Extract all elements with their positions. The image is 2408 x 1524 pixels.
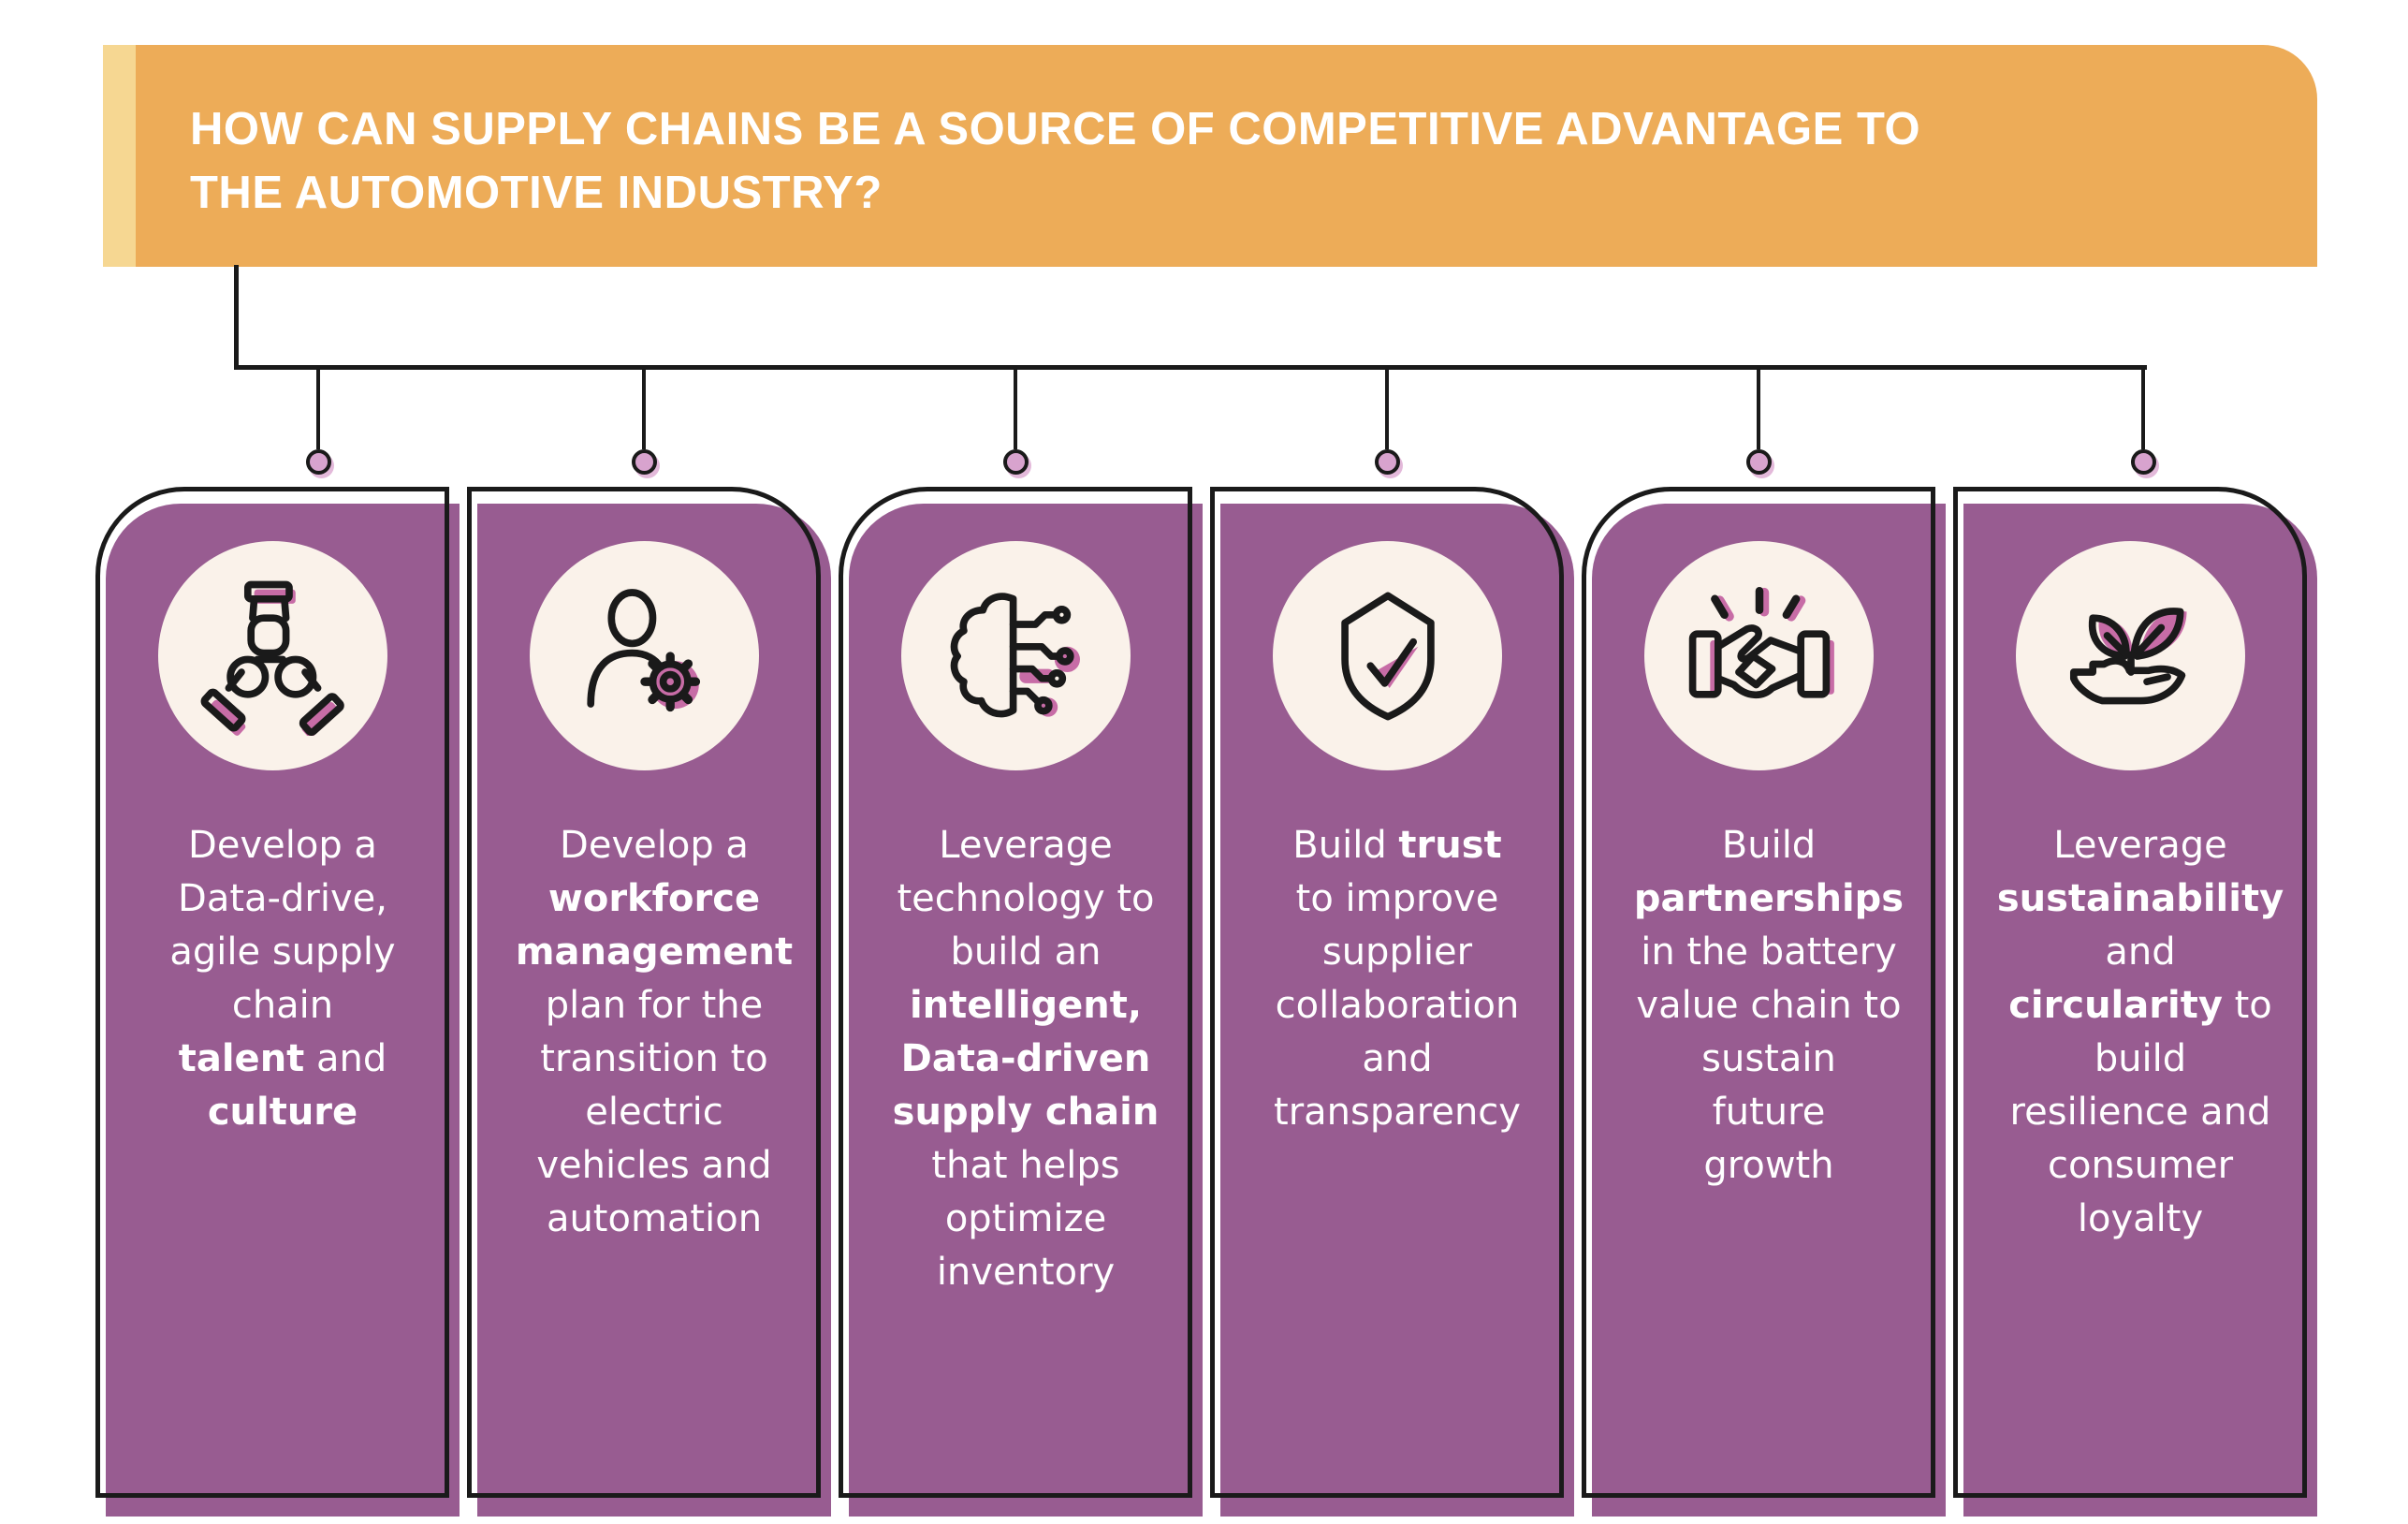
- card-text: Build trust to improve supplier collaborati…: [1220, 819, 1574, 1139]
- card-text: Develop a Data-drive, agile supply chain tal…: [106, 819, 460, 1139]
- card-text-line: partnerships: [1633, 877, 1905, 920]
- handshake-icon: [1688, 586, 1834, 698]
- card-text-line: chain: [231, 984, 334, 1027]
- connector-dot: [1746, 449, 1772, 475]
- card-text-line: build an: [950, 931, 1102, 974]
- card-text-line: collaboration: [1275, 984, 1520, 1027]
- card-text-line: Develop a: [560, 824, 749, 867]
- connector-dot: [1375, 449, 1400, 475]
- card-text-line: supply chain: [892, 1091, 1160, 1134]
- card-text: Build partnerships in the battery value cha…: [1592, 819, 1946, 1193]
- card-text-line: technology to: [897, 877, 1155, 920]
- card-text-line: growth: [1703, 1144, 1834, 1187]
- card-text: Leverage technology to build an intelligent…: [849, 819, 1203, 1299]
- card-text-line: circularity to: [2008, 984, 2272, 1027]
- card-text-line: Leverage: [2053, 824, 2227, 867]
- card-text-line: intelligent,: [909, 984, 1143, 1027]
- card-text-line: future: [1712, 1091, 1826, 1134]
- card-text-line: management: [515, 931, 794, 974]
- card-text-line: value chain to: [1636, 984, 1902, 1027]
- ai-brain-icon: [950, 592, 1080, 717]
- card-text-line: and: [1362, 1037, 1433, 1080]
- card-text-line: loyalty: [2077, 1197, 2204, 1240]
- icon-circle: [901, 541, 1131, 770]
- card-5: Build partnerships in the battery value cha…: [1582, 487, 1948, 1518]
- card-text-line: transition to: [540, 1037, 768, 1080]
- card-text-line: in the battery: [1641, 931, 1897, 974]
- banner: HOW CAN SUPPLY CHAINS BE A SOURCE OF COM…: [136, 45, 2317, 267]
- card-text-line: sustainability: [1996, 877, 2284, 920]
- card-text: Leverage sustainability and circularity to b…: [1963, 819, 2317, 1246]
- connector-horizontal-line: [234, 365, 2147, 370]
- card-text-line: optimize: [944, 1197, 1107, 1240]
- card-text-line: automation: [546, 1197, 763, 1240]
- connector-dot: [306, 449, 331, 475]
- card-text-line: consumer: [2047, 1144, 2234, 1187]
- card-outline: [1953, 487, 2307, 1498]
- icon-circle: [1644, 541, 1874, 770]
- banner-accent-strip: [103, 45, 136, 267]
- icon-circle: [2016, 541, 2245, 770]
- person-gear-icon: [586, 588, 700, 711]
- card-text-line: that helps: [931, 1144, 1120, 1187]
- card-text-line: Data-drive,: [178, 877, 387, 920]
- card-text-line: Data-driven: [900, 1037, 1151, 1080]
- connector-dot: [1003, 449, 1029, 475]
- connector-drop-line: [642, 367, 646, 449]
- connector-dot: [632, 449, 657, 475]
- card-3: Leverage technology to build an intelligent…: [839, 487, 1205, 1518]
- icon-circle: [1273, 541, 1502, 770]
- card-text-line: Develop a: [188, 824, 377, 867]
- card-text-line: inventory: [936, 1251, 1116, 1294]
- card-2: Develop a workforce management plan for the…: [467, 487, 834, 1518]
- shield-check-icon: [1340, 592, 1435, 720]
- connector-drop-line: [1385, 367, 1389, 449]
- hand-leaf-icon: [2069, 607, 2186, 704]
- card-text-line: vehicles and: [536, 1144, 772, 1187]
- connector-drop-line: [1757, 367, 1760, 449]
- card-outline: [839, 487, 1192, 1498]
- teamwork-hands-icon: [200, 580, 344, 736]
- icon-circle: [158, 541, 387, 770]
- banner-title-line2: THE AUTOMOTIVE INDUSTRY?: [190, 168, 883, 218]
- card-text-line: plan for the: [545, 984, 764, 1027]
- card-text-line: agile supply: [169, 931, 396, 974]
- card-outline: [95, 487, 449, 1498]
- card-outline: [467, 487, 821, 1498]
- card-4: Build trust to improve supplier collaborati…: [1210, 487, 1577, 1518]
- card-outline: [1582, 487, 1935, 1498]
- connector-stem: [234, 265, 239, 370]
- banner-title-line1: HOW CAN SUPPLY CHAINS BE A SOURCE OF COM…: [190, 104, 1921, 154]
- icon-circle: [530, 541, 759, 770]
- connector-drop-line: [2141, 367, 2145, 449]
- card-text-line: electric: [585, 1091, 723, 1134]
- card-1: Develop a Data-drive, agile supply chain tal…: [95, 487, 462, 1518]
- card-text-line: Leverage: [939, 824, 1113, 867]
- card-text-line: culture: [207, 1091, 358, 1134]
- card-text-line: Build trust: [1292, 824, 1502, 867]
- card-text-line: workforce: [547, 877, 761, 920]
- card-text-line: sustain: [1701, 1037, 1836, 1080]
- connector-dot: [2131, 449, 2156, 475]
- card-text-line: and: [2105, 931, 2176, 974]
- card-text-line: resilience and: [2009, 1091, 2271, 1134]
- card-outline: [1210, 487, 1564, 1498]
- card-text-line: to improve: [1295, 877, 1499, 920]
- card-text-line: supplier: [1321, 931, 1473, 974]
- card-text-line: Build: [1721, 824, 1817, 867]
- card-text-line: build: [2094, 1037, 2187, 1080]
- card-6: Leverage sustainability and circularity to b…: [1953, 487, 2320, 1518]
- card-text-line: transparency: [1274, 1091, 1521, 1134]
- card-text-line: talent and: [178, 1037, 387, 1080]
- card-text: Develop a workforce management plan for the…: [477, 819, 831, 1246]
- connector-drop-line: [316, 367, 320, 449]
- connector-drop-line: [1014, 367, 1017, 449]
